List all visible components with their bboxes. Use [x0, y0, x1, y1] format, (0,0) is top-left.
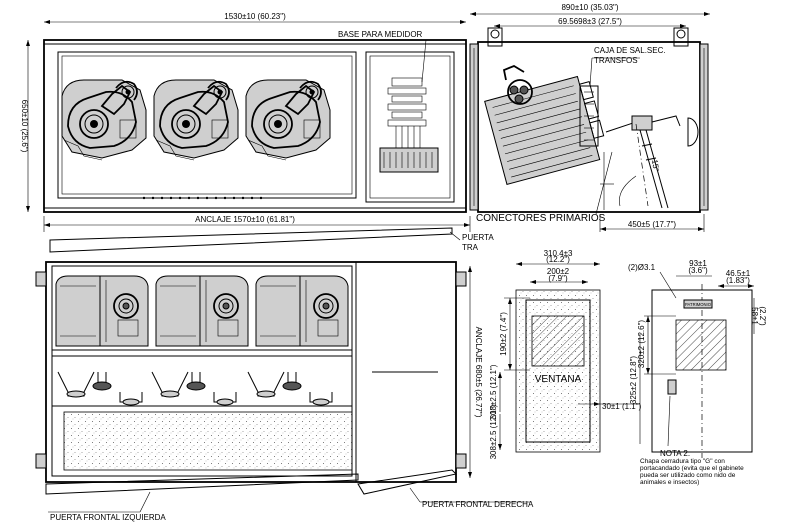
- rear-door-label-2: TRA: [462, 243, 479, 252]
- door-panel: [515, 289, 601, 453]
- door-detail: 310.4±3 (12.2") 200±2 (7.9") VENTANA 190…: [489, 249, 642, 459]
- side-transformer-tank: [484, 75, 605, 186]
- secondary-box-label-1: CAJA DE SAL.SEC.: [594, 46, 666, 55]
- side-bushing-assembly: [502, 64, 533, 105]
- door-inner-width-in: (7.9"): [548, 274, 568, 283]
- lifting-lug-left: [487, 27, 503, 47]
- hole-label: (2)Ø3.1: [628, 263, 656, 272]
- side-width-dimension: 890±10 (35.03"): [561, 3, 618, 12]
- side-view: 890±10 (35.03") 69.5698±3 (27.5"): [469, 3, 710, 232]
- top-transformer-1: [55, 275, 149, 347]
- left-front-door-open: [45, 473, 359, 495]
- cabinet-detail: (2)Ø3.1 93±1 (3.6") 46.5±1 (1.83") PATRI…: [628, 259, 767, 486]
- note-title: NOTA 2:: [660, 449, 690, 458]
- angle-label: 15°: [650, 159, 661, 172]
- note-line-1: Chapa cerradura tipo "G" con: [640, 458, 725, 465]
- cabinet-plate: [683, 299, 713, 309]
- front-width-dimension: 1530±10 (60.23"): [224, 12, 286, 21]
- front-bottom-rail: [140, 196, 270, 200]
- cabinet-side-dim-in: (2.2"): [758, 306, 767, 326]
- cabinet-side-dim: 58±1: [750, 307, 759, 325]
- transformer-2: [153, 79, 239, 161]
- top-transformer-3: [255, 275, 349, 347]
- rear-door-open: [49, 227, 453, 253]
- door-outer-width-dim: 310.4±3: [544, 249, 573, 258]
- top-meter-compartment: [355, 261, 457, 483]
- top-transformer-2: [155, 275, 249, 347]
- lock-plate: [667, 379, 677, 395]
- door-outer-width-in: (12.2"): [546, 255, 570, 264]
- top-anchor-dimension: ANCLAJE 680±5 (26.77"): [474, 327, 483, 418]
- door-bottom-dim: 30±1 (1.1"): [602, 402, 642, 411]
- door-window: [531, 315, 585, 367]
- cabinet-right-dim: 46.5±1: [726, 269, 751, 278]
- front-view: 1530±10 (60.23") 650±10 (25.6"): [20, 12, 471, 232]
- cabinet-window: [675, 319, 727, 371]
- cabinet-top-dim: 93±1: [689, 259, 707, 268]
- side-base-dimension: 450±5 (17.7"): [628, 220, 676, 229]
- lifting-lug-right: [673, 27, 689, 47]
- note-line-2: portacandado (evita que el gabinete: [640, 465, 744, 472]
- primary-connectors-label: CONECTORES PRIMARIOS: [476, 213, 606, 224]
- secondary-box-label-2: TRANSFOS: [594, 56, 638, 65]
- meter-compartment: [365, 51, 455, 203]
- front-anchor-dimension: ANCLAJE 1570±10 (61.81"): [195, 215, 295, 224]
- transformer-3: [245, 79, 331, 161]
- front-height-dimension: 650±10 (25.6"): [20, 100, 29, 153]
- transformer-1: [61, 79, 147, 161]
- cabinet-plate-label: PATRIMONIO: [685, 302, 712, 307]
- top-bushing-row: [57, 371, 333, 406]
- meter-base-label: BASE PARA MEDIDOR: [338, 30, 423, 39]
- window-label: VENTANA: [535, 374, 582, 385]
- top-anchor-bolts: [35, 271, 467, 469]
- front-cabinet-outline: [43, 39, 467, 213]
- top-view: PUERTA TRA ANCLAJE 680±5 (26.77"): [35, 227, 534, 522]
- right-front-door-open: [357, 469, 458, 495]
- meter-base: [379, 77, 439, 173]
- cabinet-window-height-dim: 320±2 (12.6"): [637, 320, 646, 368]
- cabinet-right-dim-in: (1.83"): [726, 276, 750, 285]
- note-line-4: animales e insectos): [640, 479, 699, 486]
- side-inner-dimension: 69.5698±3 (27.5"): [558, 17, 622, 26]
- cabinet-top-dim-in: (3.6"): [688, 266, 708, 275]
- door-lower-height-dim: 308±2.5 (12.1"): [489, 404, 498, 459]
- left-front-door-label: PUERTA FRONTAL IZQUIERDA: [50, 513, 166, 522]
- cabinet-lower-dim: 325±2 (12.8"): [629, 356, 638, 404]
- primary-connector-arm: [605, 115, 681, 209]
- door-mid-height-dim: 308±2.5 (12.1"): [489, 364, 498, 419]
- rear-door-label-1: PUERTA: [462, 233, 494, 242]
- right-front-door-label: PUERTA FRONTAL DERECHA: [422, 500, 534, 509]
- door-upper-height-dim: 190±2 (7.4"): [499, 312, 508, 356]
- door-inner-width-dim: 200±2: [547, 267, 570, 276]
- top-base-slab: [63, 411, 353, 471]
- note-line-3: pueda ser utilizado como nido de: [640, 472, 736, 479]
